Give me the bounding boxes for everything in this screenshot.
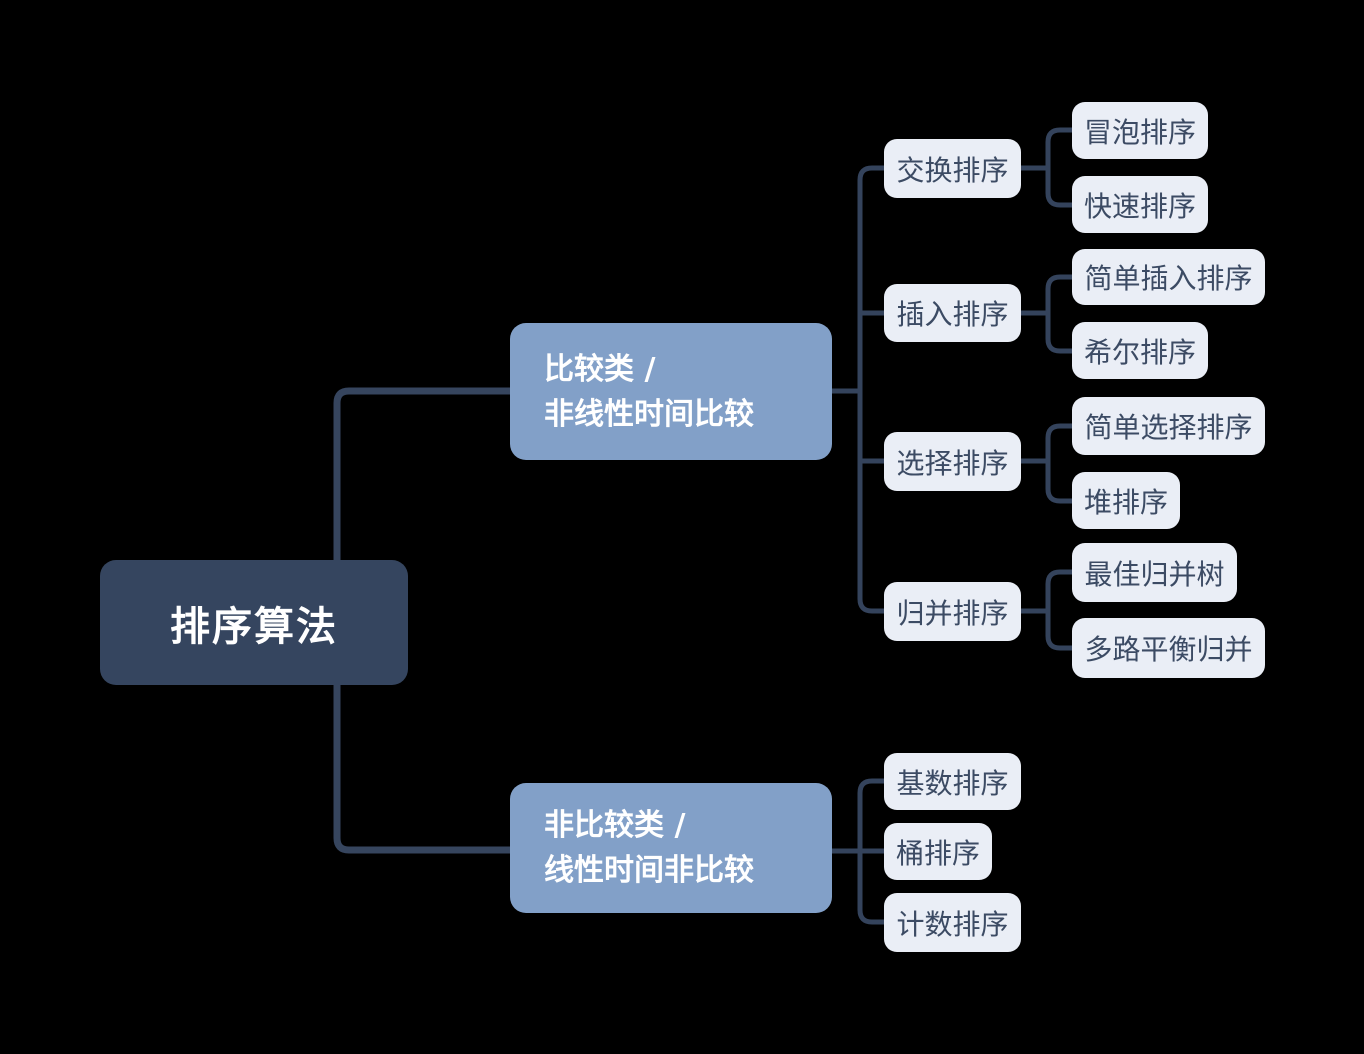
node-counting-sort[interactable]: 计数排序: [884, 893, 1021, 952]
node-merge-sort[interactable]: 归并排序: [884, 582, 1021, 641]
node-exchange-sort[interactable]: 交换排序: [884, 139, 1021, 198]
node-bubble-sort[interactable]: 冒泡排序: [1072, 102, 1208, 159]
connector-exchange-trunk: [1045, 127, 1072, 208]
node-shell-sort[interactable]: 希尔排序: [1072, 322, 1208, 379]
connector-compare-trunk: [857, 165, 884, 614]
connector-noncompare-trunk: [857, 778, 884, 925]
connector-root-to-compare: [333, 387, 511, 566]
node-selection-sort[interactable]: 选择排序: [884, 432, 1021, 491]
node-radix-sort[interactable]: 基数排序: [884, 753, 1021, 810]
node-heap-sort[interactable]: 堆排序: [1072, 472, 1180, 529]
node-multiway-balanced-merge[interactable]: 多路平衡归并: [1072, 618, 1265, 678]
node-bucket-sort[interactable]: 桶排序: [884, 823, 992, 880]
node-sorting-algorithms[interactable]: 排序算法: [100, 560, 408, 685]
connector-merge-trunk: [1045, 569, 1072, 651]
node-simple-selection-sort[interactable]: 简单选择排序: [1072, 397, 1265, 455]
node-simple-insertion-sort[interactable]: 简单插入排序: [1072, 249, 1265, 305]
node-insertion-sort[interactable]: 插入排序: [884, 284, 1021, 342]
node-optimal-merge-tree[interactable]: 最佳归并树: [1072, 543, 1237, 602]
node-comparison-class[interactable]: 比较类 / 非线性时间比较: [510, 323, 832, 460]
node-non-comparison-class[interactable]: 非比较类 / 线性时间非比较: [510, 783, 832, 913]
connector-root-to-noncompare: [333, 680, 511, 854]
connector-select-trunk: [1045, 423, 1072, 504]
connector-insert-trunk: [1045, 274, 1072, 354]
node-quick-sort[interactable]: 快速排序: [1072, 176, 1208, 233]
